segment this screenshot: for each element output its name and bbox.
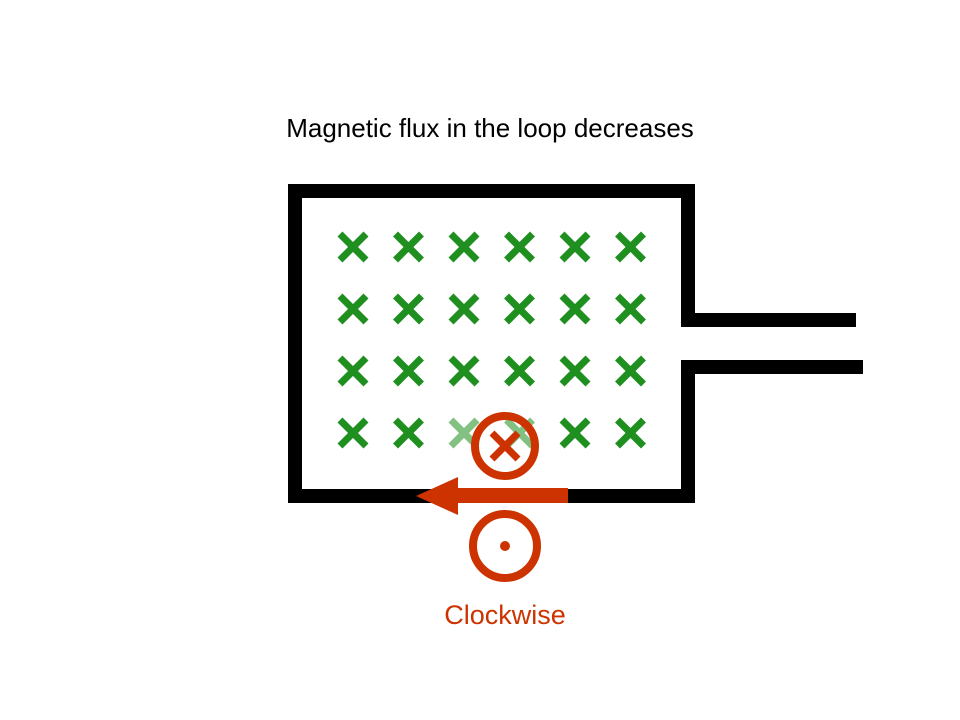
induced-field-out-of-page-icon xyxy=(469,510,541,582)
field-cross-icon xyxy=(393,417,424,449)
field-cross-icon xyxy=(559,355,591,387)
field-cross-icon xyxy=(393,293,424,325)
field-cross-icon xyxy=(337,355,369,387)
field-cross-icon xyxy=(615,293,646,325)
induced-field-into-page-icon xyxy=(471,412,539,480)
current-direction-caption: Clockwise xyxy=(444,600,566,630)
field-cross-icon xyxy=(504,293,535,325)
field-cross-icon xyxy=(448,231,480,263)
diagram-title: Magnetic flux in the loop decreases xyxy=(286,113,694,143)
field-cross-icon xyxy=(448,355,480,387)
current-arrow-icon xyxy=(416,477,568,515)
field-cross-icon xyxy=(448,293,480,325)
field-cross-icon xyxy=(504,355,535,387)
field-cross-icon xyxy=(393,231,424,263)
magnetic-field-grid xyxy=(337,231,646,449)
field-cross-icon xyxy=(559,417,591,449)
field-cross-icon xyxy=(615,231,646,263)
field-cross-icon xyxy=(504,231,535,263)
wire-loop xyxy=(288,184,695,503)
field-cross-icon xyxy=(337,293,369,325)
field-cross-icon xyxy=(559,293,591,325)
field-cross-icon xyxy=(337,417,369,449)
field-cross-icon xyxy=(615,355,646,387)
field-cross-icon xyxy=(393,355,424,387)
field-cross-icon xyxy=(559,231,591,263)
field-cross-icon xyxy=(337,231,369,263)
field-cross-icon xyxy=(615,417,646,449)
